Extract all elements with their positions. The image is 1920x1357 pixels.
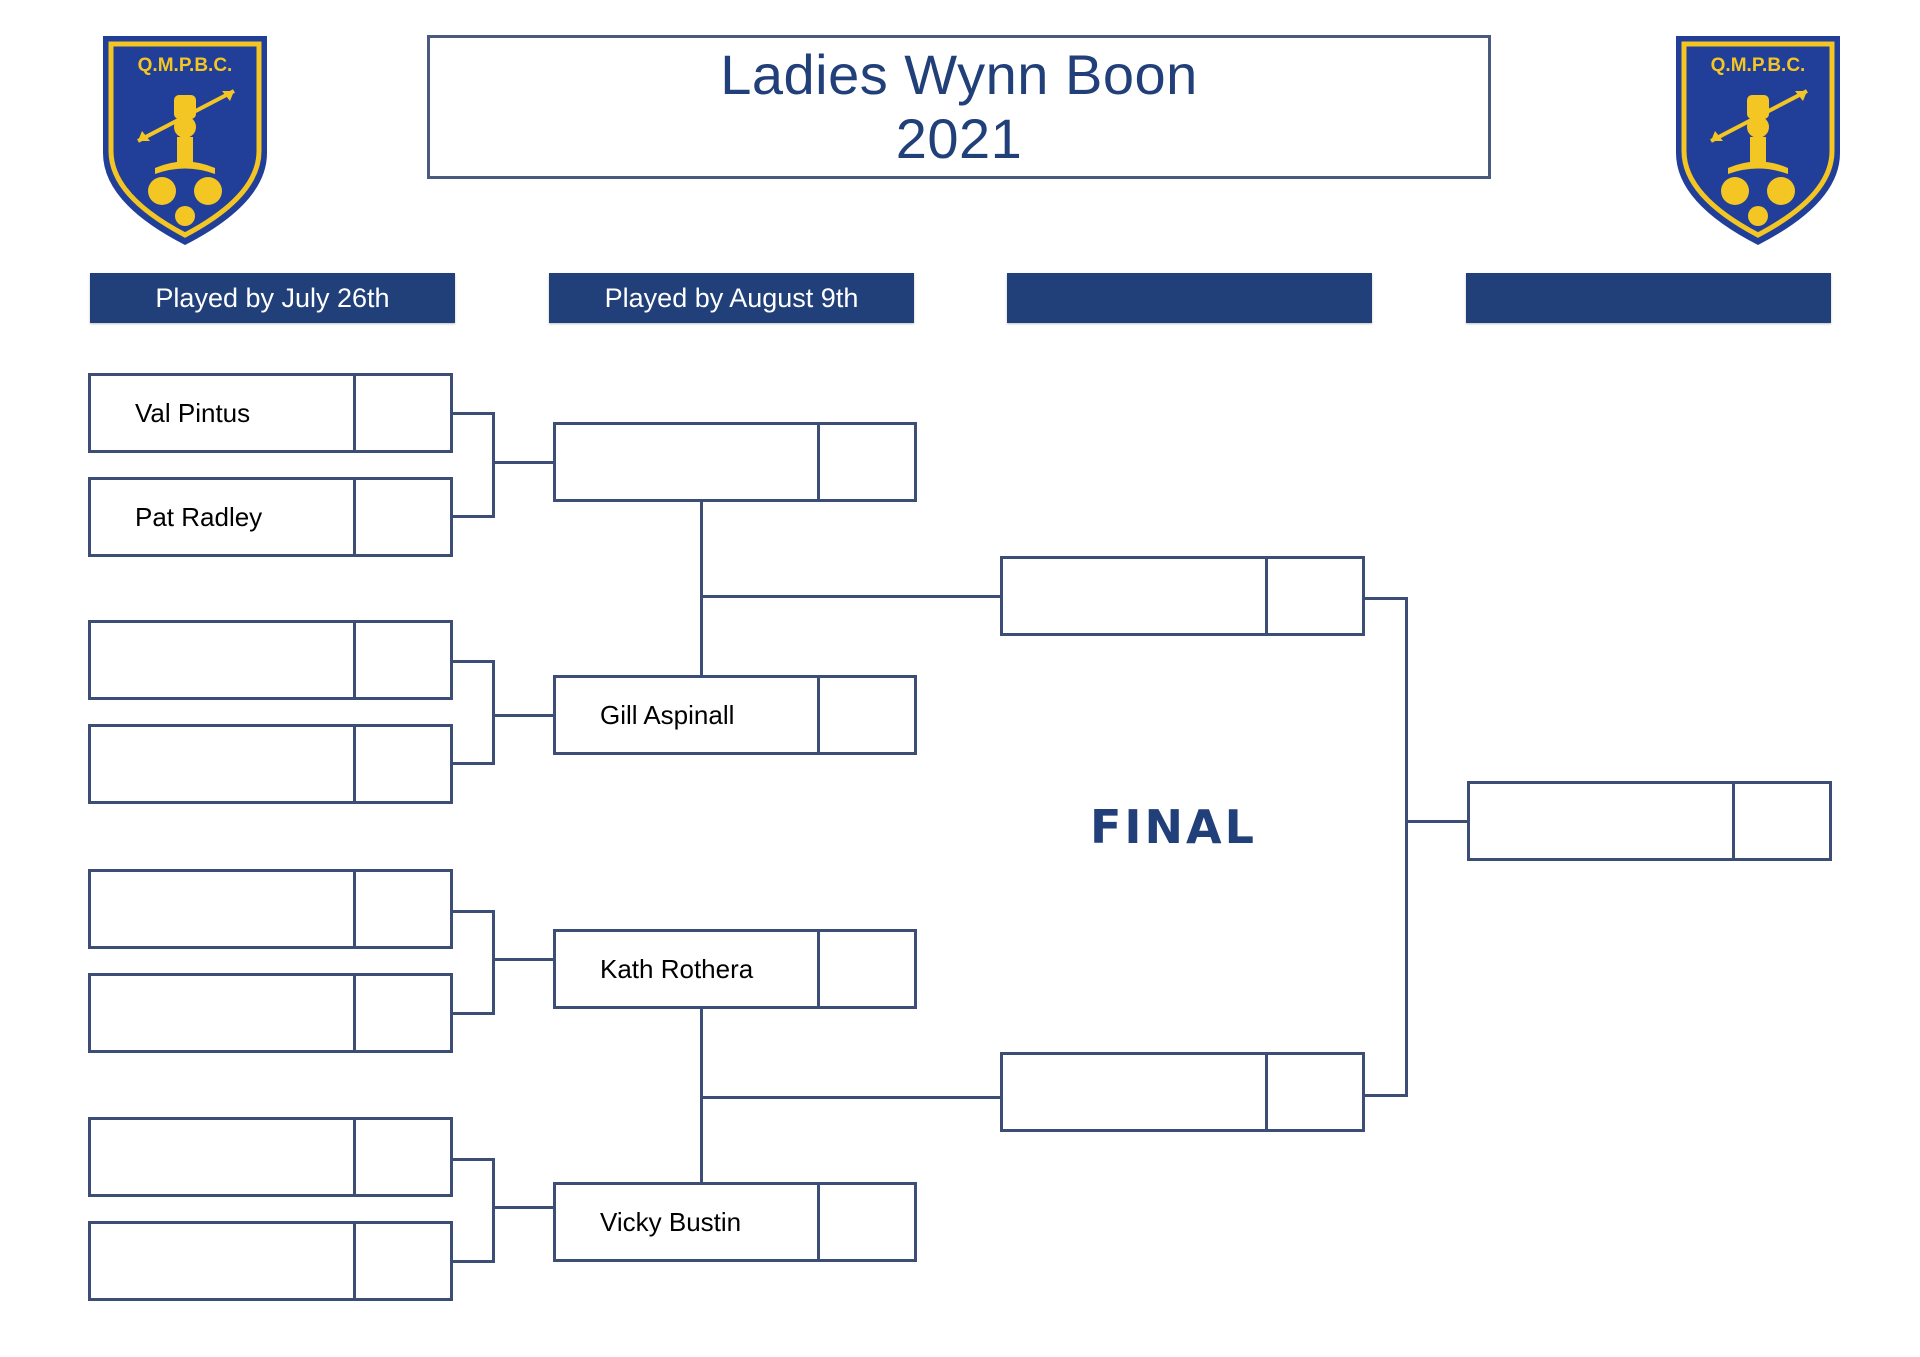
connector-line (700, 502, 703, 675)
connector-line (492, 461, 555, 464)
score-cell[interactable] (820, 678, 914, 752)
score-cell[interactable] (1735, 784, 1829, 858)
connector-line (1362, 1094, 1408, 1097)
score-cell[interactable] (820, 425, 914, 499)
title-line-2: 2021 (895, 107, 1023, 170)
connector-line (450, 1158, 495, 1161)
connector-line (492, 412, 495, 518)
player-name[interactable] (1003, 1055, 1268, 1129)
connector-line (1405, 597, 1408, 1097)
score-cell[interactable] (356, 976, 450, 1050)
round-1-slot[interactable] (88, 973, 453, 1053)
round-2-slot[interactable]: Vicky Bustin (553, 1182, 917, 1262)
crest-text: Q.M.P.B.C. (1711, 55, 1806, 76)
connector-line (700, 1009, 703, 1182)
club-crest-right: Q.M.P.B.C. (1676, 36, 1840, 245)
player-name[interactable] (1470, 784, 1735, 858)
player-name[interactable] (91, 623, 356, 697)
score-cell[interactable] (820, 932, 914, 1006)
connector-line (450, 412, 495, 415)
round-1-header: Played by July 26th (90, 273, 455, 323)
round-3-header (1007, 273, 1372, 323)
player-name[interactable]: Pat Radley (91, 480, 356, 554)
round-1-slot[interactable] (88, 724, 453, 804)
winner-slot[interactable] (1467, 781, 1832, 861)
connector-line (450, 1260, 495, 1263)
connector-line (450, 1012, 495, 1015)
connector-line (450, 660, 495, 663)
round-3-slot[interactable] (1000, 556, 1365, 636)
player-name[interactable] (91, 1224, 356, 1298)
player-name[interactable] (91, 872, 356, 946)
connector-line (492, 714, 555, 717)
round-2-slot[interactable] (553, 422, 917, 502)
round-1-slot[interactable] (88, 1117, 453, 1197)
connector-line (492, 958, 555, 961)
player-name[interactable]: Vicky Bustin (556, 1185, 820, 1259)
round-1-slot[interactable] (88, 620, 453, 700)
player-name[interactable] (91, 1120, 356, 1194)
tournament-title: Ladies Wynn Boon 2021 (427, 35, 1491, 179)
connector-line (450, 515, 495, 518)
round-2-slot[interactable]: Gill Aspinall (553, 675, 917, 755)
connector-line (1405, 820, 1469, 823)
crest-text: Q.M.P.B.C. (138, 55, 233, 76)
player-name[interactable]: Gill Aspinall (556, 678, 820, 752)
connector-line (492, 1158, 495, 1263)
round-1-slot[interactable]: Pat Radley (88, 477, 453, 557)
player-name[interactable] (91, 976, 356, 1050)
player-name[interactable] (556, 425, 820, 499)
player-name[interactable] (1003, 559, 1268, 633)
score-cell[interactable] (820, 1185, 914, 1259)
player-name[interactable]: Val Pintus (91, 376, 356, 450)
score-cell[interactable] (1268, 559, 1362, 633)
connector-line (492, 660, 495, 765)
round-2-slot[interactable]: Kath Rothera (553, 929, 917, 1009)
player-name[interactable]: Kath Rothera (556, 932, 820, 1006)
score-cell[interactable] (356, 480, 450, 554)
connector-line (450, 762, 495, 765)
club-crest-left: Q.M.P.B.C. (103, 36, 267, 245)
connector-line (700, 1096, 1002, 1099)
round-4-header (1466, 273, 1831, 323)
round-1-slot[interactable] (88, 1221, 453, 1301)
score-cell[interactable] (356, 1224, 450, 1298)
score-cell[interactable] (356, 1120, 450, 1194)
round-1-slot[interactable] (88, 869, 453, 949)
round-2-header: Played by August 9th (549, 273, 914, 323)
connector-line (492, 1206, 555, 1209)
connector-line (492, 910, 495, 1015)
connector-line (700, 595, 1002, 598)
score-cell[interactable] (356, 727, 450, 801)
score-cell[interactable] (1268, 1055, 1362, 1129)
round-3-slot[interactable] (1000, 1052, 1365, 1132)
connector-line (1362, 597, 1408, 600)
round-1-slot[interactable]: Val Pintus (88, 373, 453, 453)
player-name[interactable] (91, 727, 356, 801)
score-cell[interactable] (356, 376, 450, 450)
final-label: FINAL (1090, 800, 1257, 854)
connector-line (450, 910, 495, 913)
score-cell[interactable] (356, 623, 450, 697)
title-line-1: Ladies Wynn Boon (720, 43, 1198, 106)
score-cell[interactable] (356, 872, 450, 946)
